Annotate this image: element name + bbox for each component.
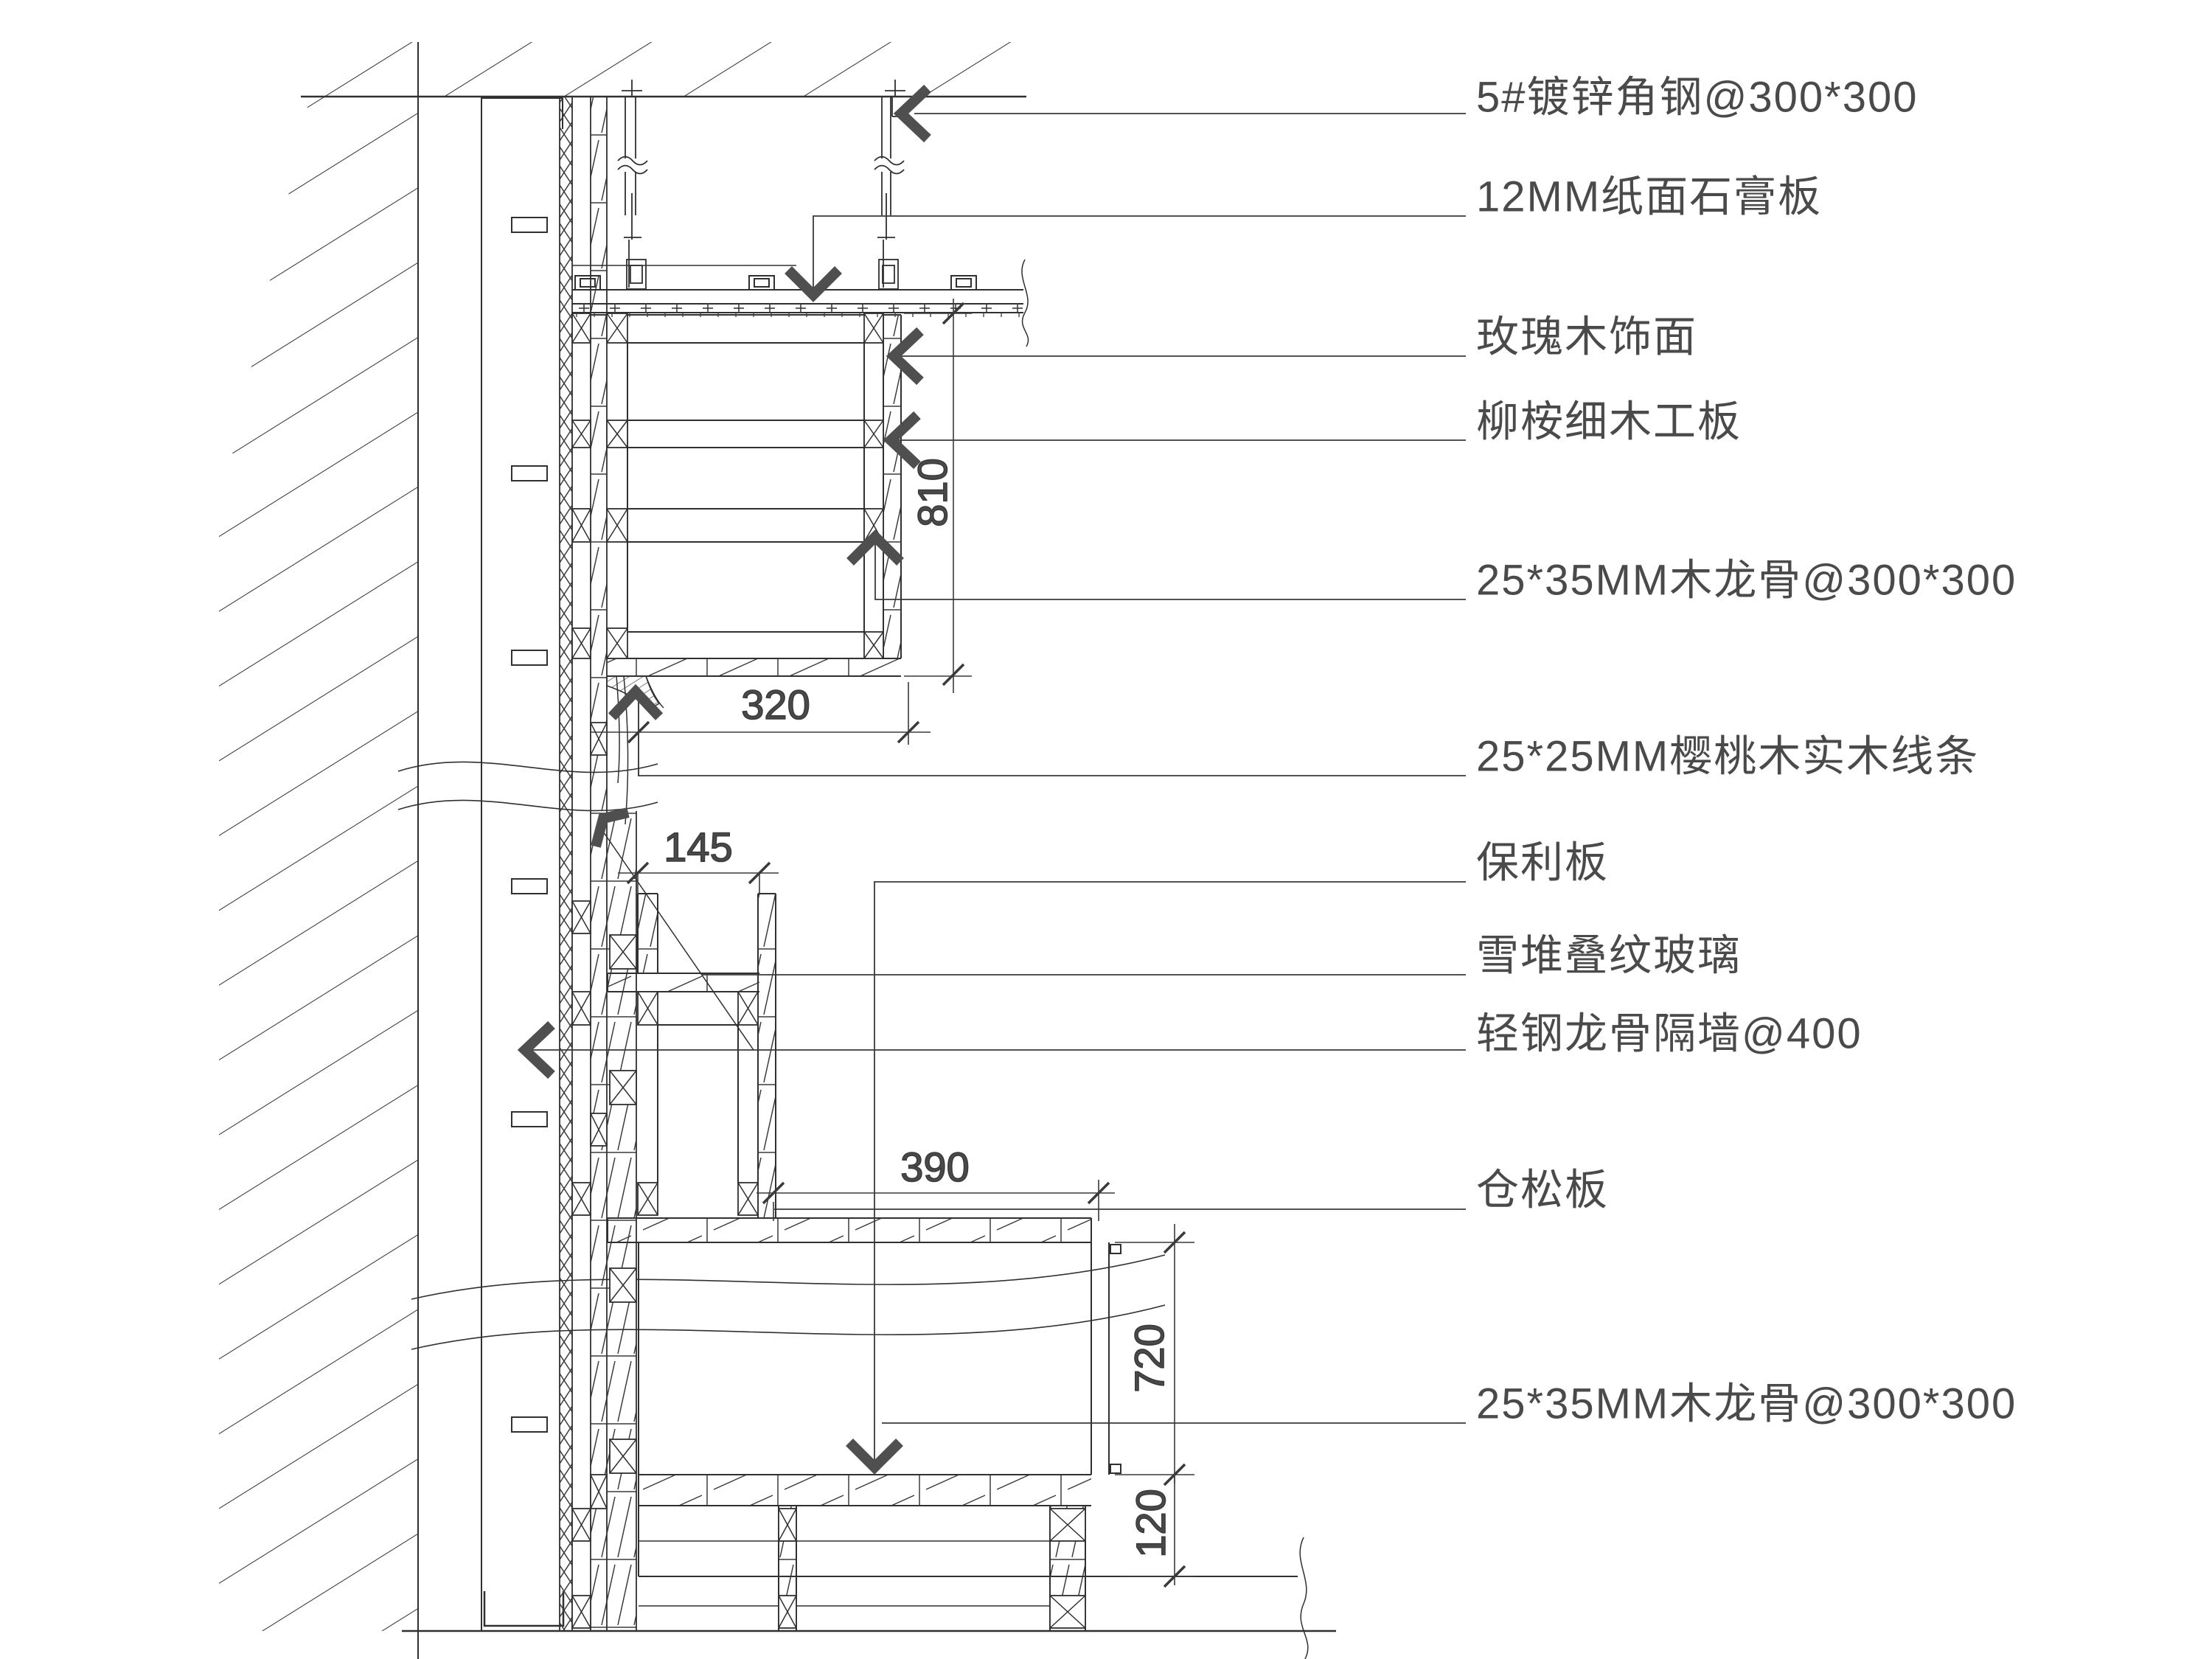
masonry-wall [219,42,565,1659]
glass-indication-line [599,827,754,1051]
arrow-bent-icon [591,807,630,848]
hat-channel [574,275,977,291]
wall-blocking [511,1111,548,1127]
dim-text-320: 320 [741,681,810,728]
dim-720: 720 [1115,1224,1194,1484]
break-symbol-floor [1299,1537,1309,1659]
material-label-rosewood-veneer: 玫瑰木饰面 [1476,313,1698,361]
dim-145: 145 [618,823,779,894]
material-label-lauan-blockboard: 柳桉细木工板 [1476,397,1742,446]
arrow-left-icon [886,327,924,386]
break-symbol-ceiling [1021,259,1029,347]
plaster-layer-hatch [560,97,572,1631]
material-label-gypsum-board: 12MM纸面石膏板 [1476,173,1823,221]
dim-text-145: 145 [664,824,732,870]
leader-gypsum-board [813,215,1466,292]
dim-390: 390 [757,1143,1115,1221]
dim-text-120: 120 [1127,1489,1174,1557]
dim-120: 120 [1121,1475,1194,1585]
dim-text-810: 810 [909,458,956,526]
display-niche [599,827,776,1218]
arrow-up-icon [846,529,904,566]
arrow-up-icon [608,684,664,720]
leader-poly-board [874,881,1466,1464]
wall-blocking [511,465,548,481]
leader-wood-keel-upper [874,540,1466,600]
wall-blocking [511,1416,548,1433]
floor-track [483,1591,565,1627]
break-lines [397,761,1166,1350]
arrow-left-icon [893,84,931,143]
material-label-wood-keel-upper: 25*35MM木龙骨@300*300 [1476,556,2017,605]
concrete-slab [301,42,1026,98]
arrow-left-icon [517,1020,555,1079]
arrow-left-icon [883,411,921,470]
wall-hatch [219,97,418,1631]
dim-text-720: 720 [1126,1324,1172,1392]
dimensions: 810 320 145 390 720 12 [590,299,1194,1585]
hanger-rod-left [617,80,648,290]
upper-cabinet [572,314,902,825]
head-track [481,97,563,129]
wall-blocking [511,650,548,666]
arrow-down-icon [846,1439,903,1475]
leader-arrows [517,84,931,1475]
wall-blocking [511,217,548,233]
material-label-poly-board: 保利板 [1476,838,1610,887]
dim-810: 810 [904,299,972,693]
slab-hatch [310,42,1023,97]
dim-text-390: 390 [900,1144,969,1190]
wood-keel-strip [591,97,607,1631]
leader-lines [525,113,1466,1464]
material-label-cherry-moulding: 25*25MM樱桃木实木线条 [1476,732,1980,781]
material-label-galvanized-angle: 5#镀锌角钢@300*300 [1476,73,1919,122]
material-label-stacked-glass: 雪堆叠纹玻璃 [1476,931,1742,980]
lower-cabinet [607,1217,1121,1576]
material-label-wood-keel-lower: 25*35MM木龙骨@300*300 [1476,1380,2017,1428]
wall-blocking [511,878,548,894]
material-label-pine-board: 仓松板 [1476,1166,1610,1214]
material-label-steel-stud-wall: 轻钢龙骨隔墙@400 [1476,1009,1863,1058]
arrow-down-icon [785,266,842,302]
leader-cherry-moulding [638,699,1466,776]
hanger-rod-assemblies [617,80,905,290]
repeated-primitives [511,217,1186,1629]
base-structure [402,1506,1336,1659]
